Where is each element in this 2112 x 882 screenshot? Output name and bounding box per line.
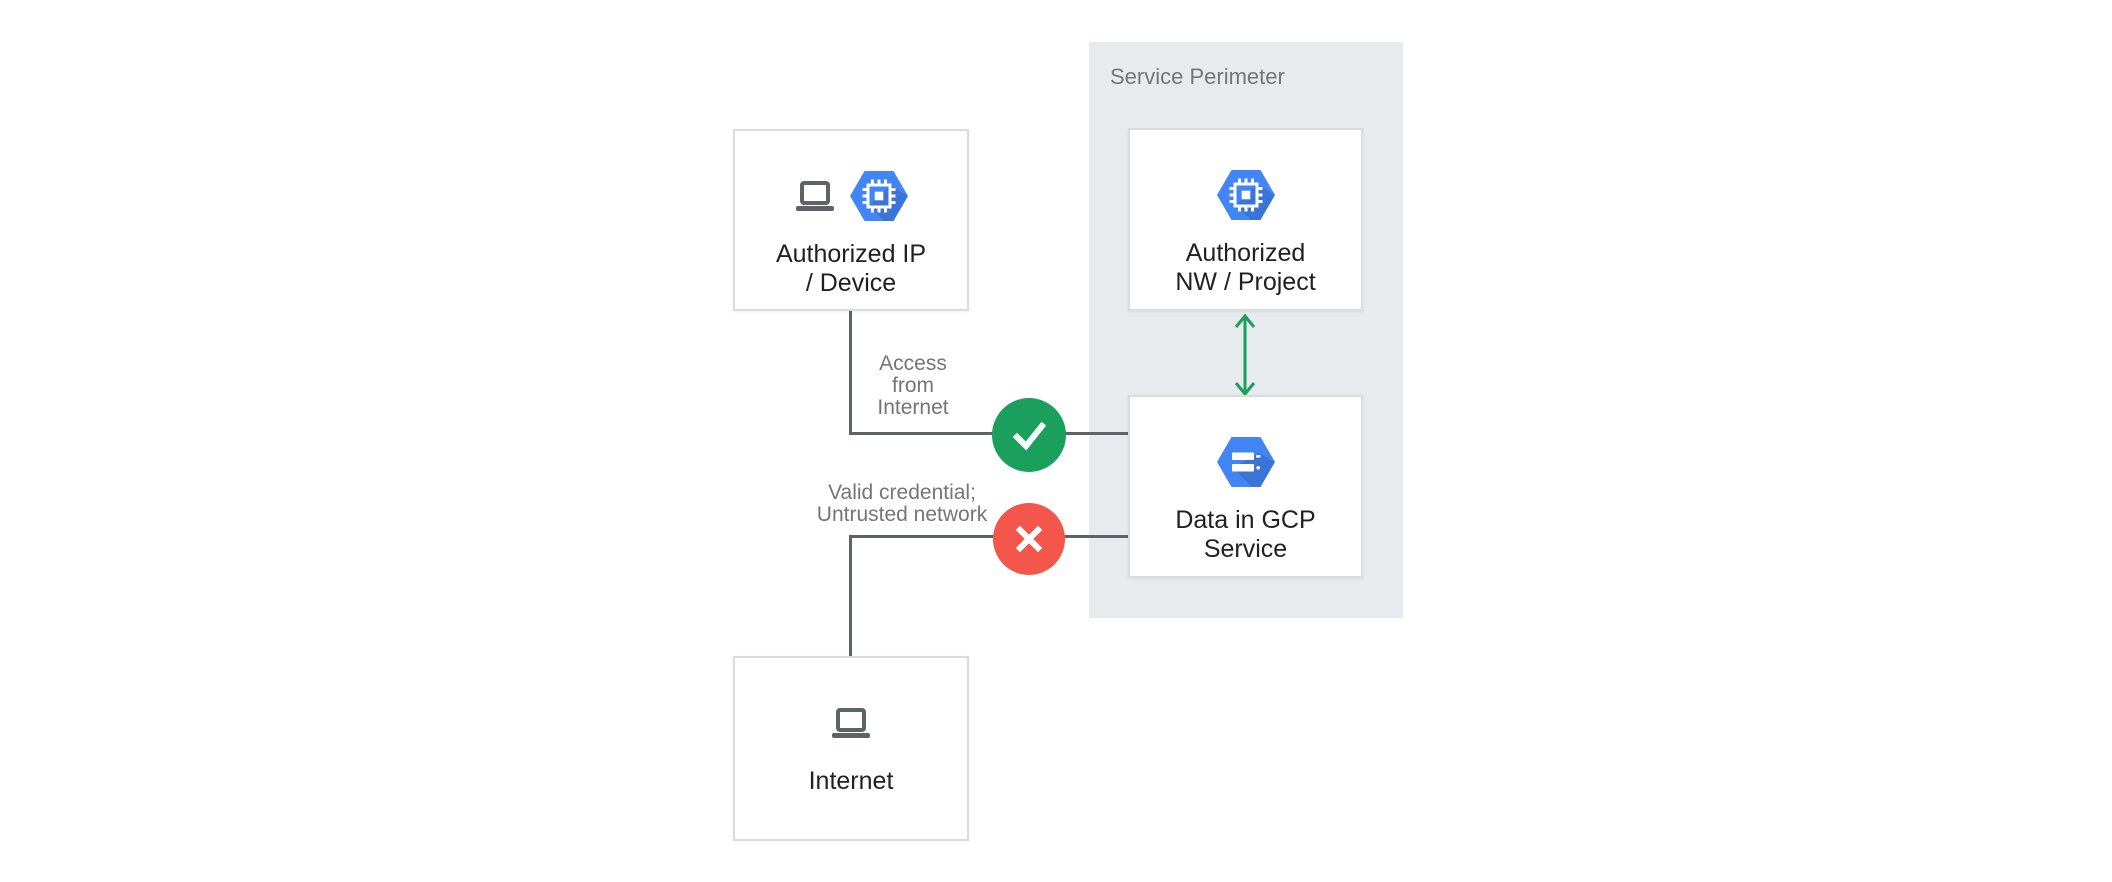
valid-credential-untrusted-network-label: Valid credential; Untrusted network bbox=[790, 482, 1014, 526]
allowed-badge bbox=[992, 398, 1066, 472]
connector-internet-vertical bbox=[849, 535, 852, 656]
node-authorized-nw-project: Authorized NW / Project bbox=[1128, 128, 1363, 311]
node-icon-row bbox=[1130, 433, 1361, 491]
laptop-icon bbox=[832, 707, 870, 738]
check-icon bbox=[1012, 421, 1047, 451]
access-from-internet-label: Access from Internet bbox=[853, 353, 973, 419]
connector-access-horizontal bbox=[849, 432, 1128, 435]
node-label: Internet bbox=[735, 767, 967, 796]
node-label-line: NW / Project bbox=[1175, 268, 1316, 296]
connector-authorized-ip-vertical bbox=[849, 311, 852, 434]
edge-label-line: Internet bbox=[877, 396, 949, 419]
edge-label-line: from bbox=[892, 374, 934, 397]
node-label: Authorized NW / Project bbox=[1130, 239, 1361, 297]
node-icon-row bbox=[735, 167, 967, 225]
node-icon-row bbox=[735, 694, 967, 752]
node-label-line: Authorized IP bbox=[775, 240, 927, 268]
node-internet: Internet bbox=[733, 656, 969, 841]
laptop-icon bbox=[796, 180, 834, 211]
cloud-storage-hexagon-icon bbox=[1216, 437, 1275, 487]
node-label-line: Authorized bbox=[1185, 239, 1306, 267]
service-perimeter-label: Service Perimeter bbox=[1110, 64, 1285, 89]
edge-label-line: Access bbox=[879, 352, 947, 375]
node-data-in-gcp-service: Data in GCP Service bbox=[1128, 395, 1363, 578]
x-icon bbox=[1015, 525, 1043, 553]
double-headed-arrow-icon bbox=[1234, 313, 1256, 397]
compute-engine-hexagon-icon bbox=[1216, 170, 1275, 220]
connector-denied-horizontal bbox=[849, 535, 1128, 538]
node-label-line: Internet bbox=[808, 767, 894, 795]
edge-label-line: Valid credential; bbox=[828, 481, 976, 504]
denied-badge bbox=[993, 503, 1065, 575]
node-label: Authorized IP / Device bbox=[735, 240, 967, 298]
node-label-line: Data in GCP bbox=[1175, 506, 1316, 534]
node-label-line: Service bbox=[1203, 535, 1288, 563]
edge-label-line: Untrusted network bbox=[816, 503, 988, 526]
node-label-line: / Device bbox=[805, 269, 897, 297]
compute-engine-hexagon-icon bbox=[850, 171, 908, 221]
node-authorized-ip-device: Authorized IP / Device bbox=[733, 129, 969, 311]
node-label: Data in GCP Service bbox=[1130, 506, 1361, 564]
node-icon-row bbox=[1130, 166, 1361, 224]
